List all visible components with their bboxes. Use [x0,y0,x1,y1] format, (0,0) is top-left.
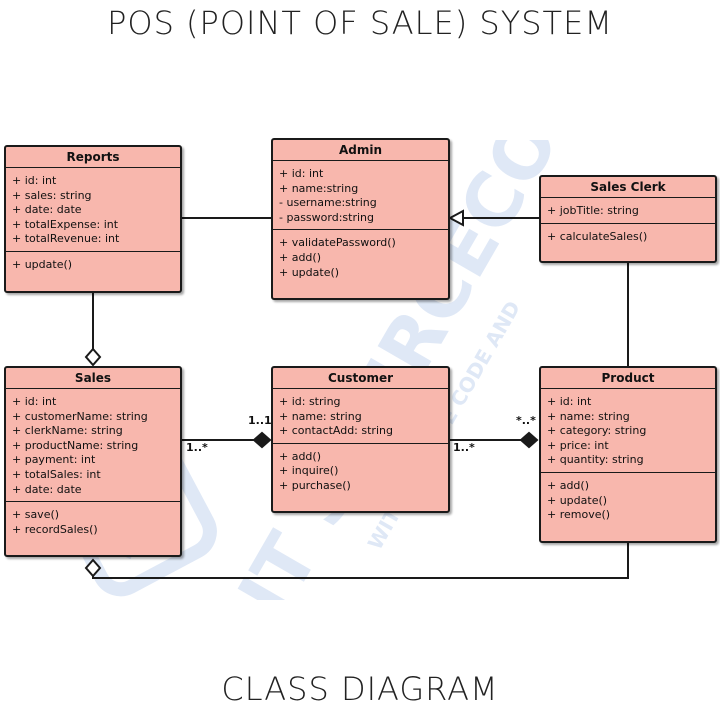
method: + inquire() [279,464,339,478]
class-sales-clerk: Sales Clerk + jobTitle: string + calculate… [539,175,717,263]
attribute: + totalRevenue: int [12,232,120,246]
method: + remove() [547,508,611,522]
attribute: + category: string [547,424,647,438]
method: + purchase() [279,478,351,492]
attribute: + contactAdd: string [279,424,393,438]
class-product: Product+ id: int+ name: string+ category… [539,366,717,543]
aggregation-diamond-sales [84,347,102,367]
attribute: + date: date [12,482,82,496]
multiplicity-customer-product-from: 1..* [453,441,475,454]
page-title: POS (POINT OF SALE) SYSTEM [107,4,613,42]
attribute: - username:string [279,196,377,210]
attributes-section: + jobTitle: string [541,198,715,223]
footer-title: CLASS DIAGRAM [221,670,499,708]
composition-diamond-product [519,431,539,449]
attribute: + clerkName: string [12,424,123,438]
aggregation-diamond-sales-bottom [84,558,102,578]
attributes-section: + id: int+ customerName: string+ clerkNa… [6,389,180,501]
attribute: + id: int [12,174,57,187]
class-name: Product [541,368,715,389]
method: + update() [547,493,608,507]
method: + update() [12,257,73,271]
class-reports: Reports+ id: int+ sales: string+ date: d… [4,145,182,293]
attribute: + name: string [279,409,362,423]
attribute: + id: int [547,395,592,408]
methods-section: + add()+ update()+ remove() [541,471,715,527]
attributes-section: + id: int+ name: string+ category: strin… [541,389,715,472]
attribute: + price: int [547,438,609,452]
attributes-section: + id: string+ name: string+ contactAdd: … [273,389,448,443]
composition-diamond-customer [252,431,272,449]
attribute: + id: string [279,395,341,408]
method: + add() [279,250,322,264]
attribute: + totalExpense: int [12,217,119,231]
attribute: + payment: int [12,453,96,467]
method: + update() [279,265,340,279]
methods-section: + validatePassword()+ add()+ update() [273,229,448,284]
class-name: Sales [6,368,180,389]
attribute: + productName: string [12,438,139,452]
methods-section: + calculateSales() [541,222,715,249]
methods-section: + add()+ inquire()+ purchase() [273,442,448,498]
class-name: Reports [6,147,180,168]
attribute: + sales: string [12,188,92,202]
multiplicity-sales-customer-from: 1..* [186,441,208,454]
class-customer: Customer+ id: string+ name: string+ cont… [271,366,450,513]
attribute: + quantity: string [547,453,644,467]
attribute: + jobTitle: string [547,204,639,217]
method: + validatePassword() [279,236,396,250]
generalization-arrow [447,209,464,227]
methods-section: + update() [6,250,180,277]
attribute: + name: string [547,409,630,423]
method: + add() [279,449,322,463]
class-sales: Sales+ id: int+ customerName: string+ cl… [4,366,182,557]
class-admin: Admin+ id: int+ name:string- username:st… [271,138,450,300]
multiplicity-sales-customer-to: 1..1 [248,414,272,427]
method: + calculateSales() [547,229,648,243]
method: + add() [547,478,590,492]
attribute: + name:string [279,181,359,195]
methods-section: + save()+ recordSales() [6,501,180,541]
attribute: + id: int [12,395,57,408]
class-name: Customer [273,368,448,389]
attributes-section: + id: int+ name:string- username:string-… [273,161,448,229]
method: + save() [12,508,60,522]
attribute: + id: int [279,167,324,180]
class-name: Sales Clerk [541,177,715,198]
attribute: + customerName: string [12,409,148,423]
method: + recordSales() [12,522,98,536]
attributes-section: + id: int+ sales: string+ date: date+ to… [6,168,180,251]
attribute: + totalSales: int [12,467,101,481]
attribute: + date: date [12,203,82,217]
attribute: - password:string [279,210,374,224]
multiplicity-customer-product-to: *..* [516,414,536,427]
class-name: Admin [273,140,448,161]
